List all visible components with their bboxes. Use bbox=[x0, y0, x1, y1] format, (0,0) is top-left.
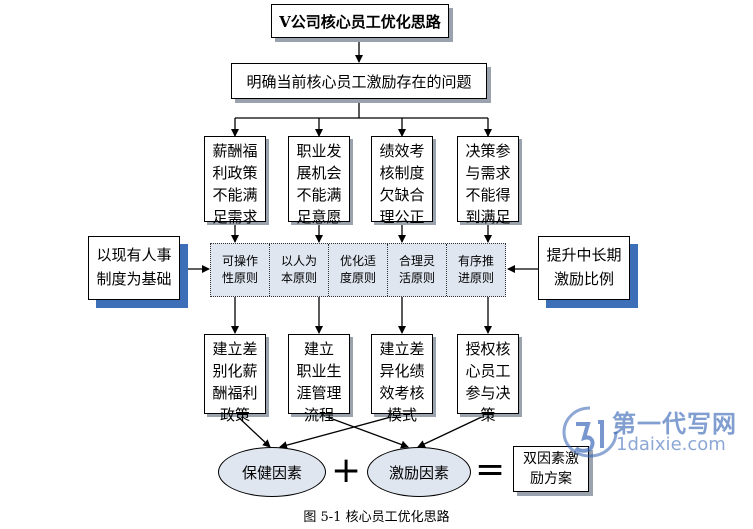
problem-1-line-4: 足需求 bbox=[212, 208, 258, 226]
problem-3-line-2: 核制度 bbox=[379, 164, 425, 182]
solution-4-line-3: 参与决 bbox=[465, 384, 511, 402]
principle-5-line-1: 有序推 bbox=[457, 254, 494, 268]
problem-2-line-1: 职业发 bbox=[296, 142, 342, 160]
problem-4-line-1: 决策参 bbox=[465, 142, 511, 160]
problem-2-line-2: 展机会 bbox=[296, 164, 342, 182]
problem-box-1: 薪酬福 利政策 不能满 足需求 bbox=[204, 136, 266, 226]
solution-2-line-3: 涯管理 bbox=[296, 384, 342, 402]
solution-4-line-4: 策 bbox=[480, 406, 496, 424]
problem-2-line-3: 不能满 bbox=[296, 186, 342, 204]
equals-sign: = bbox=[475, 449, 506, 490]
right-goal-line-2: 激励比例 bbox=[553, 270, 614, 288]
right-goal-box: 提升中长期 激励比例 bbox=[538, 236, 630, 300]
problem-3-line-1: 绩效考 bbox=[379, 142, 425, 160]
motivator-factor-label: 激励因素 bbox=[388, 463, 449, 482]
solution-1-line-1: 建立差 bbox=[212, 340, 258, 358]
problem-3-line-4: 理公正 bbox=[379, 208, 425, 226]
problem-4-line-4: 到满足 bbox=[465, 208, 511, 226]
left-basis-line-2: 制度为基础 bbox=[96, 270, 172, 288]
problem-box-3: 绩效考 核制度 欠缺合 理公正 bbox=[371, 136, 433, 226]
principle-1: 可操作性原则 bbox=[211, 244, 270, 296]
solution-box-1: 建立差 别化薪 酬福利 政策 bbox=[204, 334, 266, 424]
problem-1-line-2: 利政策 bbox=[212, 164, 258, 182]
principle-5-line-2: 进原则 bbox=[457, 271, 494, 285]
figure-caption: 图 5-1 核心员工优化思路 bbox=[303, 510, 450, 525]
solution-2-line-1: 建立 bbox=[303, 340, 334, 358]
solution-box-2: 建立 职业生 涯管理 流程 bbox=[288, 334, 350, 424]
problem-1-line-3: 不能满 bbox=[212, 186, 258, 204]
result-line-2: 励方案 bbox=[530, 471, 572, 487]
left-basis-line-1: 以现有人事 bbox=[96, 246, 172, 264]
title-box: V公司核心员工优化思路 bbox=[271, 4, 449, 38]
principle-3-line-1: 优化适 bbox=[339, 254, 376, 268]
principle-1-line-1: 可操作 bbox=[221, 254, 258, 268]
principle-5: 有序推进原则 bbox=[447, 244, 505, 296]
principles-band: 可操作性原则 以人为本原则 优化适度原则 合理灵活原则 有序推进原则 bbox=[210, 243, 506, 297]
result-line-1: 双因素激 bbox=[523, 451, 579, 467]
principle-2-line-2: 本原则 bbox=[280, 271, 317, 285]
principle-1-line-2: 性原则 bbox=[221, 271, 258, 285]
hygiene-factor-ellipse: 保健因素 bbox=[218, 447, 326, 497]
problem-2-line-4: 足意愿 bbox=[296, 208, 342, 226]
solution-3-line-4: 模式 bbox=[386, 406, 417, 424]
diagram-title: V公司核心员工优化思路 bbox=[279, 12, 441, 31]
watermark-url: 1daixie.com bbox=[616, 434, 726, 455]
principle-2-line-1: 以人为 bbox=[280, 254, 317, 268]
principle-4: 合理灵活原则 bbox=[388, 244, 447, 296]
principle-3: 优化适度原则 bbox=[329, 244, 388, 296]
principle-2: 以人为本原则 bbox=[270, 244, 329, 296]
solution-1-line-2: 别化薪 bbox=[212, 362, 258, 380]
principle-4-line-2: 活原则 bbox=[398, 271, 435, 285]
solution-1-line-3: 酬福利 bbox=[212, 384, 258, 402]
solution-1-line-4: 政策 bbox=[219, 406, 250, 424]
plus-sign: + bbox=[331, 450, 362, 491]
motivator-factor-ellipse: 激励因素 bbox=[367, 447, 471, 497]
problem-4-line-2: 与需求 bbox=[465, 164, 511, 182]
solution-2-line-4: 流程 bbox=[303, 406, 334, 424]
problem-statement: 明确当前核心员工激励存在的问题 bbox=[246, 72, 472, 91]
problem-1-line-1: 薪酬福 bbox=[212, 142, 258, 160]
solution-4-line-1: 授权核 bbox=[465, 340, 511, 358]
watermark: 第一代写网 1daixie.com bbox=[560, 400, 750, 460]
problem-box-4: 决策参 与需求 不能得 到满足 bbox=[457, 136, 519, 226]
watermark-text: 第一代写网 bbox=[612, 410, 737, 438]
solution-3-line-1: 建立差 bbox=[379, 340, 425, 358]
watermark-logo-icon bbox=[562, 406, 618, 458]
solution-3-line-2: 异化绩 bbox=[379, 362, 425, 380]
solution-box-3: 建立差 异化绩 效考核 模式 bbox=[371, 334, 433, 424]
problem-statement-box: 明确当前核心员工激励存在的问题 bbox=[231, 63, 487, 99]
hygiene-factor-label: 保健因素 bbox=[241, 463, 302, 482]
right-goal-line-1: 提升中长期 bbox=[546, 246, 622, 264]
solution-2-line-2: 职业生 bbox=[296, 362, 342, 380]
left-basis-box: 以现有人事 制度为基础 bbox=[88, 236, 180, 300]
problem-3-line-3: 欠缺合 bbox=[379, 186, 425, 204]
principle-4-line-1: 合理灵 bbox=[398, 254, 435, 268]
solution-4-line-2: 心员工 bbox=[465, 362, 511, 380]
solution-box-4: 授权核 心员工 参与决 策 bbox=[457, 334, 519, 424]
principle-3-line-2: 度原则 bbox=[339, 271, 376, 285]
problem-4-line-3: 不能得 bbox=[465, 186, 511, 204]
solution-3-line-3: 效考核 bbox=[379, 384, 425, 402]
problem-box-2: 职业发 展机会 不能满 足意愿 bbox=[288, 136, 350, 226]
